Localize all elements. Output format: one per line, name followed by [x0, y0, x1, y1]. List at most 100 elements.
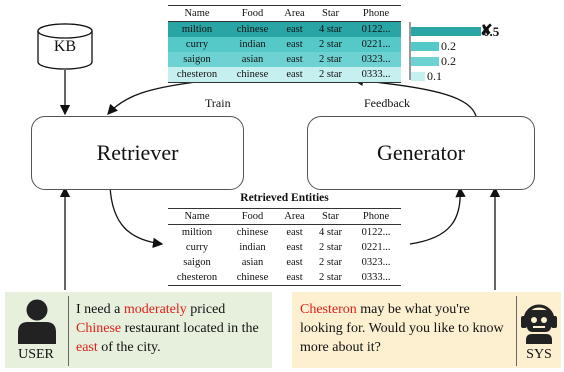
header-name: Name [168, 5, 226, 22]
kb-label: KB [53, 38, 77, 55]
score-label: 0.2 [441, 39, 456, 53]
cell-name: saigon [183, 257, 211, 268]
scored-row: miltion chinese east 4 star 0122... [168, 21, 401, 37]
cell-area: east [279, 270, 310, 286]
entities-to-generator-arrow [409, 186, 466, 245]
cell-food: asian [241, 257, 264, 268]
cell-name: curry [185, 39, 209, 50]
cell-star: 2 star [318, 257, 343, 268]
retriever-label: Retriever [96, 140, 179, 165]
user-avatar-icon [18, 299, 56, 344]
cell-star: 2 star [318, 54, 343, 65]
cell-food: chinese [236, 24, 269, 35]
user-separator [68, 296, 69, 366]
cell-phone: 0323... [361, 54, 391, 65]
cell-food: indian [239, 242, 266, 253]
header-area: Area [279, 208, 310, 225]
header-area: Area [279, 5, 310, 22]
robot-avatar-icon [521, 304, 557, 344]
retrieved-row: curry indian east 2 star 0221... [168, 240, 401, 255]
highlighted-text: Chinese [76, 321, 122, 336]
score-bar [411, 72, 425, 81]
cell-star: 2 star [310, 67, 351, 83]
score-bar [411, 57, 439, 66]
cell-area: east [286, 227, 303, 238]
scored-row: saigon asian east 2 star 0323... [168, 52, 401, 67]
header-star: Star [310, 208, 351, 225]
cell-star: 2 star [310, 270, 351, 286]
cell-phone: 0333... [351, 67, 401, 83]
retrieved-entities-title: Retrieved Entities [240, 192, 329, 204]
retrieved-row: miltion chinese east 4 star 0122... [168, 225, 401, 241]
cell-area: east [286, 54, 303, 65]
score-label: 0.1 [427, 69, 442, 83]
feedback-arrow [352, 75, 477, 117]
cell-food: chinese [226, 67, 279, 83]
cell-phone: 0221... [361, 242, 391, 253]
train-arrow [107, 81, 197, 115]
cell-phone: 0323... [361, 257, 391, 268]
cell-area: east [279, 67, 310, 83]
score-label: 0.5 [483, 24, 500, 39]
utterance-text: may be what you're looking for. Would yo… [300, 302, 504, 355]
kb-database-icon [37, 23, 93, 70]
highlighted-text: Chesteron [300, 302, 357, 317]
retriever-box: Retriever [31, 116, 244, 190]
score-bar [411, 27, 481, 36]
highlighted-text: east [76, 340, 98, 355]
generator-box: Generator [307, 116, 535, 190]
cell-area: east [286, 257, 303, 268]
utterance-text: restaurant located in the [121, 321, 259, 336]
score-bar [411, 42, 439, 51]
highlighted-text: moderately [123, 302, 187, 317]
system-label: SYS [526, 347, 552, 362]
header-phone: Phone [351, 5, 401, 22]
system-utterance: Chesteron may be what you're looking for… [300, 300, 514, 357]
utterance-text: priced [186, 302, 226, 317]
cell-name: curry [185, 242, 209, 253]
generator-label: Generator [377, 140, 465, 165]
cell-name: chesteron [168, 270, 226, 286]
cell-area: east [286, 39, 303, 50]
cell-star: 2 star [318, 39, 343, 50]
header-phone: Phone [351, 208, 401, 225]
cell-food: asian [241, 54, 264, 65]
train-label: Train [205, 96, 231, 110]
cell-star: 4 star [318, 227, 343, 238]
cell-phone: 0122... [361, 227, 391, 238]
cell-phone: 0333... [351, 270, 401, 286]
scored-row: curry indian east 2 star 0221... [168, 37, 401, 52]
cell-star: 4 star [318, 24, 343, 35]
cell-name: miltion [181, 227, 213, 238]
cell-food: chinese [226, 270, 279, 286]
cell-name: saigon [183, 54, 211, 65]
retrieved-row: saigon asian east 2 star 0323... [168, 255, 401, 270]
cell-phone: 0122... [361, 24, 391, 35]
retriever-to-entities-arrow [109, 185, 164, 249]
utterance-text: I need a [76, 302, 124, 317]
cell-area: east [286, 24, 303, 35]
score-label: 0.2 [441, 54, 456, 68]
cell-area: east [286, 242, 303, 253]
utterance-text: of the city. [97, 340, 161, 355]
header-star: Star [310, 5, 351, 22]
cell-name: chesteron [168, 67, 226, 83]
user-label: USER [18, 347, 54, 362]
cell-food: chinese [236, 227, 269, 238]
cell-food: indian [239, 39, 266, 50]
user-utterance: I need a moderately priced Chinese resta… [76, 300, 270, 357]
wrong-mark-icon: ✘ [480, 23, 493, 39]
header-food: Food [226, 208, 279, 225]
system-separator [516, 296, 517, 366]
cell-star: 2 star [318, 242, 343, 253]
header-food: Food [226, 5, 279, 22]
header-name: Name [168, 208, 226, 225]
feedback-label: Feedback [364, 96, 410, 110]
cell-name: miltion [181, 24, 213, 35]
cell-phone: 0221... [361, 39, 391, 50]
